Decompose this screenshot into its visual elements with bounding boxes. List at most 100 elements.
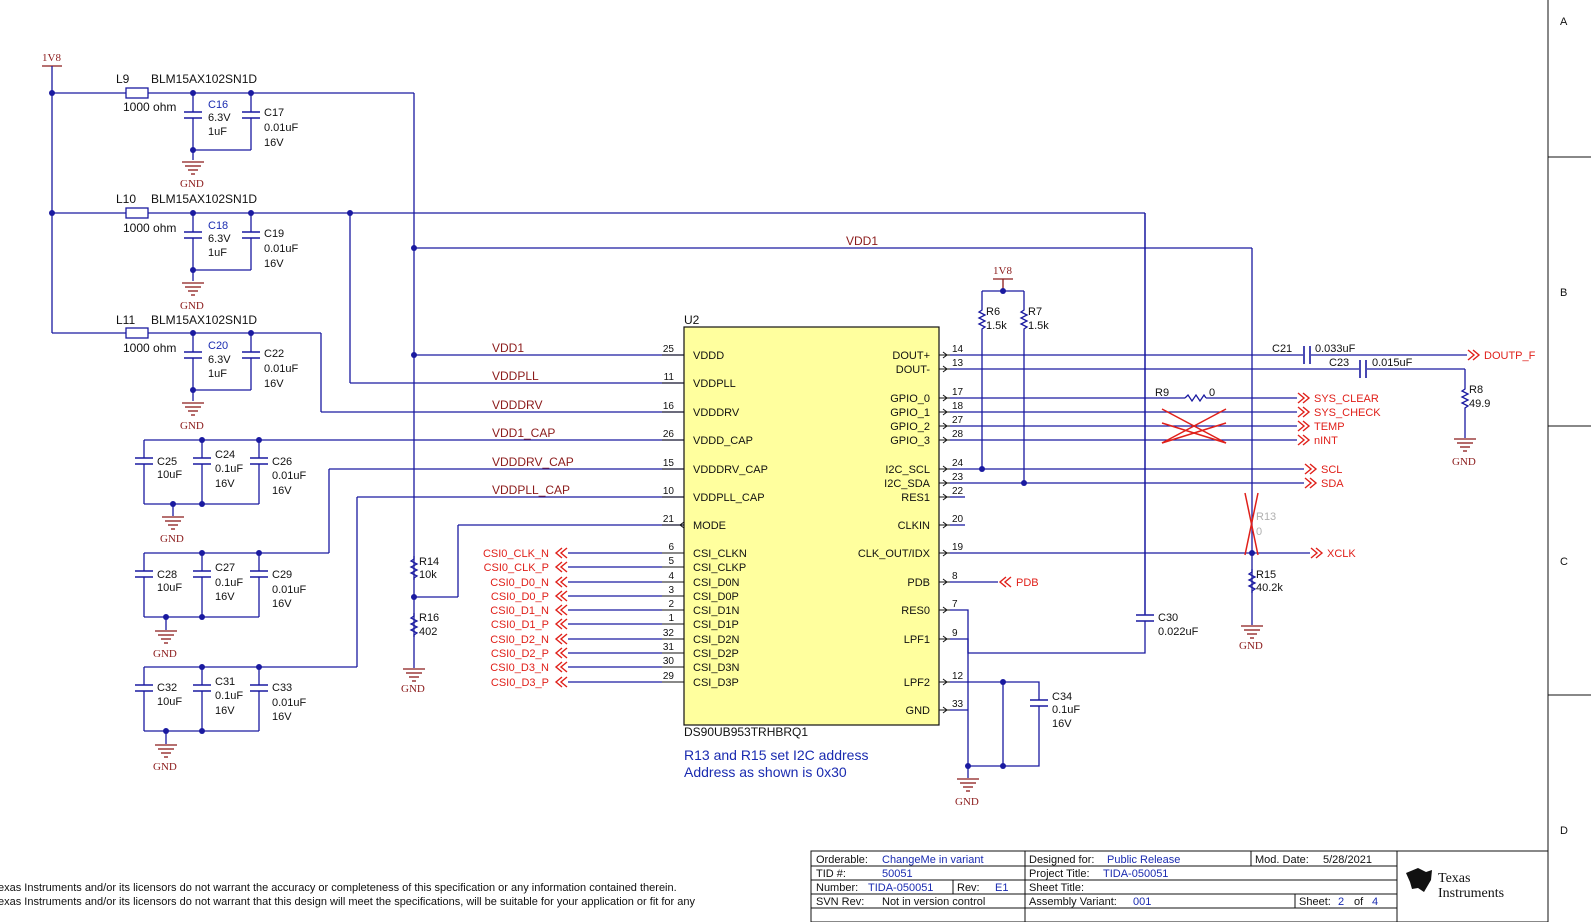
c32-ref: C32 [157, 682, 177, 694]
c21-value: 0.033uF [1315, 343, 1356, 355]
tb-tid-label: TID #: [816, 868, 846, 880]
l11-ref: L11 [116, 313, 135, 327]
pin-name: VDDDRV [693, 407, 740, 419]
c20-value: 1uF [208, 368, 227, 380]
pin-number: 22 [952, 486, 964, 497]
pin-name: CSI_CLKP [693, 562, 746, 574]
note-line-2: Address as shown is 0x30 [684, 764, 847, 780]
c29-value: 0.01uF [272, 584, 307, 596]
disclaimer-line-2: exas Instruments and/or its licensors do… [0, 896, 696, 908]
c17-voltage: 16V [264, 137, 284, 149]
pin-number: 15 [663, 458, 675, 469]
pin-name: MODE [693, 520, 726, 532]
pin-name: CLKIN [898, 520, 930, 532]
r6-ref: R6 [986, 306, 1000, 318]
pin-name: CSI_CLKN [693, 548, 747, 560]
tb-svn: Not in version control [882, 896, 985, 908]
note-line-1: R13 and R15 set I2C address [684, 747, 868, 763]
c26-voltage: 16V [272, 485, 292, 497]
pin-number: 1 [668, 613, 674, 624]
pin-number: 27 [952, 415, 964, 426]
r9-ref: R9 [1155, 387, 1169, 399]
gnd-label: GND [401, 683, 425, 695]
tb-number: TIDA-050051 [868, 882, 933, 894]
pin-name: CSI_D0P [693, 591, 739, 603]
c26-ref: C26 [272, 456, 292, 468]
l9-ref: L9 [116, 72, 130, 86]
c30-value: 0.022uF [1158, 626, 1199, 638]
r16-value: 402 [419, 626, 437, 638]
tb-sheet-label: Sheet: [1299, 896, 1331, 908]
pin-number: 32 [663, 628, 675, 639]
page-border: A B C D [1547, 0, 1591, 922]
c33-ref: C33 [272, 682, 292, 694]
net-vdd1-top: VDD1 [846, 234, 878, 248]
port-csi0-d0-n: CSI0_D0_N [490, 577, 549, 589]
pin-name: VDDDRV_CAP [693, 464, 768, 476]
c27-value: 0.1uF [215, 577, 243, 589]
r8-value: 49.9 [1469, 398, 1490, 410]
port-csi0-d1-p: CSI0_D1_P [491, 619, 549, 631]
tb-orderable: ChangeMe in variant [882, 854, 984, 866]
port-scl: SCL [1321, 464, 1342, 476]
r14-value: 10k [419, 569, 437, 581]
c26-value: 0.01uF [272, 470, 307, 482]
border-letter-b: B [1560, 287, 1567, 299]
port-sys-clear: SYS_CLEAR [1314, 393, 1379, 405]
port-xclk: XCLK [1327, 548, 1356, 560]
gnd-label: GND [1452, 456, 1476, 468]
tb-project-label: Project Title: [1029, 868, 1090, 880]
port-csi0-d3-n: CSI0_D3_N [490, 662, 549, 674]
pin-number: 8 [952, 571, 958, 582]
pin-number: 31 [663, 642, 675, 653]
gnd-label: GND [1239, 640, 1263, 652]
ferrite-l9 [125, 87, 149, 99]
pin-name: GPIO_1 [890, 407, 930, 419]
pin-name: VDDD [693, 350, 724, 362]
power-label-1v8: 1V8 [993, 265, 1012, 277]
pin-name: CSI_D3N [693, 662, 740, 674]
r15-ref: R15 [1256, 569, 1276, 581]
l10-value: 1000 ohm [123, 221, 176, 235]
border-letter-c: C [1560, 556, 1568, 568]
c29-voltage: 16V [272, 598, 292, 610]
pin-name: CLK_OUT/IDX [858, 548, 931, 560]
c16-voltage: 6.3V [208, 112, 231, 124]
r7-value: 1.5k [1028, 320, 1049, 332]
pin-number: 2 [668, 599, 674, 610]
c34-ref: C34 [1052, 691, 1072, 703]
decoupling-bank-1: GND C25 10uF C24 0.1uF 16V C26 0.01uF 16… [134, 437, 684, 545]
net-vddpll-cap: VDDPLL_CAP [492, 483, 570, 497]
pin-name: DOUT+ [892, 350, 930, 362]
pin-number: 11 [664, 372, 675, 383]
c24-ref: C24 [215, 449, 235, 461]
tb-tid: 50051 [882, 868, 913, 880]
pin-number: 26 [663, 429, 675, 440]
pin-number: 23 [952, 472, 964, 483]
ferrite-l10 [125, 207, 149, 219]
pin-number: 4 [668, 571, 674, 582]
pin-number: 9 [952, 628, 958, 639]
r7-ref: R7 [1028, 306, 1042, 318]
pin-number: 25 [663, 344, 675, 355]
r15-value: 40.2k [1256, 582, 1283, 594]
net-vdddrv-cap: VDDDRV_CAP [492, 455, 574, 469]
gnd-label: GND [955, 796, 979, 808]
pin-name: GPIO_0 [890, 393, 930, 405]
port-nint: nINT [1314, 435, 1338, 447]
pin-name: PDB [907, 577, 930, 589]
c20-voltage: 6.3V [208, 354, 231, 366]
pin-name: GPIO_2 [890, 421, 930, 433]
port-csi0-d0-p: CSI0_D0_P [491, 591, 549, 603]
port-sda: SDA [1321, 478, 1344, 490]
ic-left-pins: 25VDDD11VDDPLL16VDDDRV26VDDD_CAP15VDDDRV… [662, 344, 768, 689]
pin-name: CSI_D3P [693, 677, 739, 689]
l11-value: 1000 ohm [123, 341, 176, 355]
r16-ref: R16 [419, 612, 439, 624]
pin-number: 24 [952, 458, 964, 469]
gnd-label: GND [180, 300, 204, 312]
port-csi0-d1-n: CSI0_D1_N [490, 605, 549, 617]
c30-ref: C30 [1158, 612, 1178, 624]
pin-number: 12 [952, 671, 964, 682]
pin-name: VDDD_CAP [693, 435, 753, 447]
